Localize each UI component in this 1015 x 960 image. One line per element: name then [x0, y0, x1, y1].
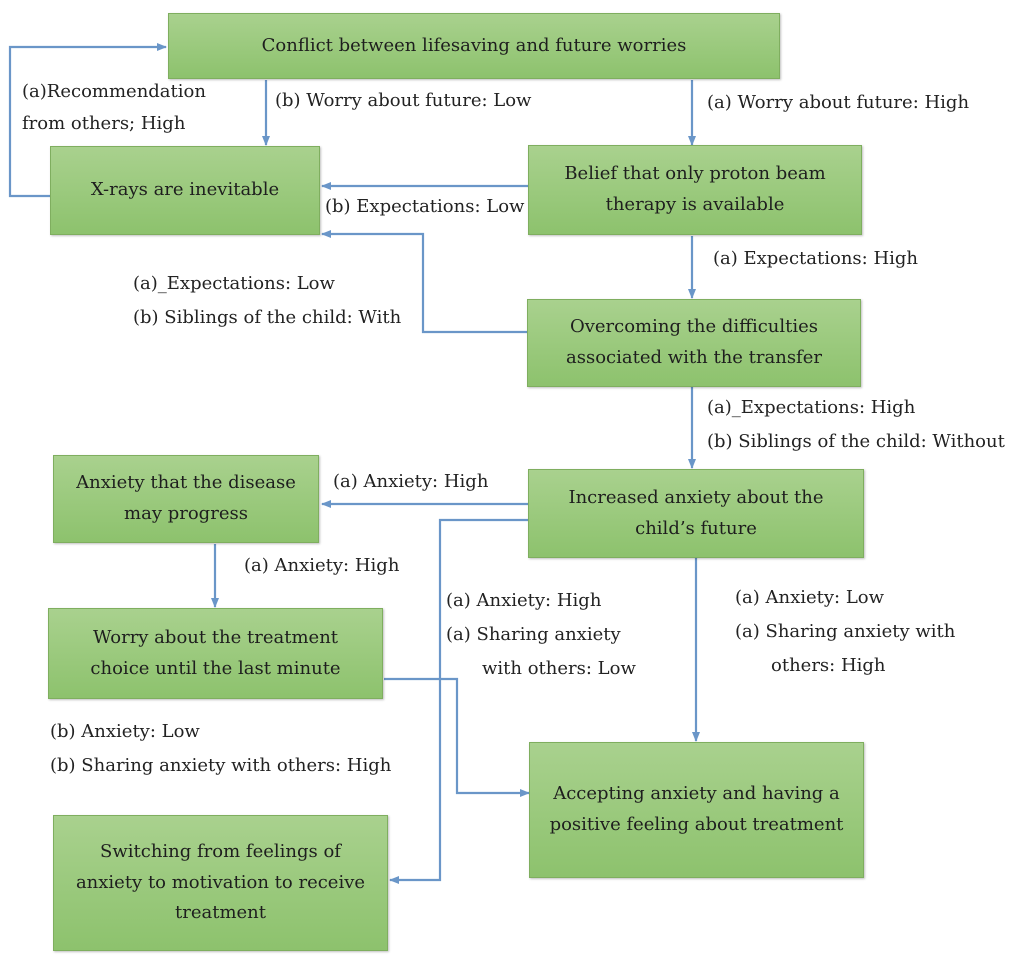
- node-increased: Increased anxiety about the child’s futu…: [528, 469, 864, 558]
- label-worry-to-accepting: (b) Anxiety: Low (b) Sharing anxiety wit…: [50, 715, 391, 783]
- label-line: (b) Siblings of the child: With: [133, 307, 402, 329]
- label-line: (b) Anxiety: Low: [50, 721, 200, 742]
- label-to-increased: (a)_Expectations: High (b) Siblings of t…: [707, 391, 1005, 459]
- label-line: (a) Sharing anxiety: [446, 624, 621, 646]
- label-expectations-low: (b) Expectations: Low: [325, 196, 525, 217]
- node-belief: Belief that only proton beam therapy is …: [528, 145, 862, 235]
- label-to-accepting: (a) Anxiety: Low (a) Sharing anxiety wit…: [735, 581, 955, 684]
- node-worry-choice: Worry about the treatment choice until t…: [48, 608, 383, 699]
- label-line: (a)Recommendation: [22, 81, 206, 102]
- node-conflict: Conflict between lifesaving and future w…: [168, 13, 780, 79]
- label-line: (a) Anxiety: High: [446, 590, 602, 611]
- arrow-increased-to-switching: [389, 518, 528, 884]
- label-to-switching: (a) Anxiety: High (a) Sharing anxiety wi…: [446, 584, 636, 687]
- label-line: from others; High: [22, 112, 186, 134]
- label-line: (a) Anxiety: Low: [735, 587, 885, 608]
- node-switching: Switching from feelings of anxiety to mo…: [53, 815, 388, 951]
- label-worry-low: (b) Worry about future: Low: [275, 90, 532, 111]
- label-recommendation: (a)Recommendation from others; High: [22, 76, 206, 139]
- label-line: (a) Sharing anxiety with: [735, 621, 956, 643]
- label-line: others: High: [771, 655, 886, 677]
- label-anxiety-high-left: (a) Anxiety: High: [333, 471, 489, 492]
- label-line: (b) Siblings of the child: Without: [707, 431, 1005, 453]
- label-anxiety-high-down: (a) Anxiety: High: [244, 555, 400, 576]
- label-worry-high: (a) Worry about future: High: [707, 92, 970, 113]
- node-accepting: Accepting anxiety and having a positive …: [529, 742, 864, 878]
- node-overcoming: Overcoming the difficulties associated w…: [527, 299, 861, 387]
- arrow-overcoming-to-xrays: [321, 230, 528, 334]
- label-line: (a)_Expectations: High: [707, 397, 916, 418]
- arrow-xrays-to-conflict: [8, 43, 167, 198]
- label-line: (b) Sharing anxiety with others: High: [50, 755, 392, 777]
- label-line: with others: Low: [482, 658, 636, 680]
- node-xrays: X-rays are inevitable: [50, 146, 320, 235]
- label-line: (a)_Expectations: Low: [133, 273, 335, 294]
- node-progress: Anxiety that the disease may progress: [53, 455, 319, 543]
- label-expectations-high: (a) Expectations: High: [713, 248, 919, 269]
- label-back-to-xrays: (a)_Expectations: Low (b) Siblings of th…: [133, 267, 401, 335]
- arrow-worry-choice-to-accepting: [384, 677, 530, 797]
